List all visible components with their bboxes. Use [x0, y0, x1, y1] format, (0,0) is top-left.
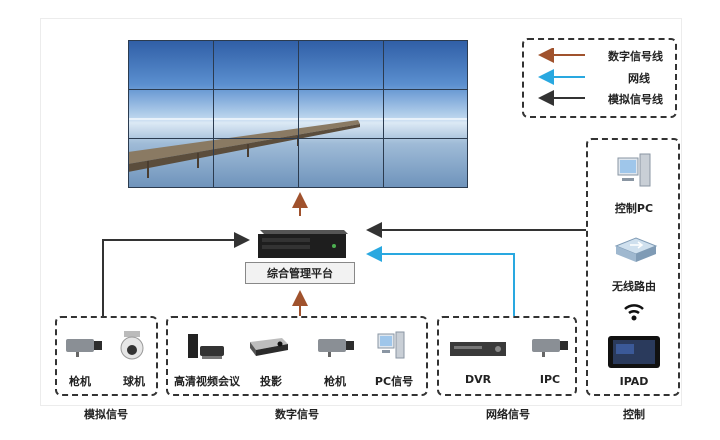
pc-icon	[377, 331, 405, 359]
legend-analog: 模拟信号线	[608, 93, 663, 106]
network-group	[437, 316, 577, 396]
control-item-2: 无线路由	[612, 280, 656, 293]
digital-item-4: PC信号	[374, 375, 414, 388]
analog-title: 模拟信号	[84, 408, 128, 421]
network-title: 网络信号	[486, 408, 530, 421]
control-item-3: IPAD	[619, 375, 649, 388]
legend-network: 网线	[628, 72, 650, 85]
network-item-1: DVR	[464, 373, 492, 386]
analog-group	[55, 316, 158, 396]
diagram-frame	[40, 18, 682, 406]
router-icon	[614, 237, 658, 262]
control-group	[586, 138, 680, 396]
dome-camera-icon	[120, 331, 144, 360]
digital-item-3: 枪机	[324, 375, 346, 388]
digital-title: 数字信号	[275, 408, 319, 421]
control-title: 控制	[623, 408, 645, 421]
digital-item-1: 高清视频会议	[174, 375, 240, 388]
control-pc-icon	[617, 153, 651, 187]
tablet-icon	[608, 336, 660, 368]
conference-icon	[188, 334, 224, 359]
control-item-1: 控制PC	[614, 202, 654, 215]
legend-box	[522, 38, 677, 118]
digital-item-2: 投影	[260, 375, 282, 388]
wifi-icon	[624, 304, 644, 321]
digital-group	[166, 316, 428, 396]
analog-item-1: 枪机	[69, 375, 91, 388]
legend-digital: 数字信号线	[608, 50, 663, 63]
analog-item-2: 球机	[123, 375, 145, 388]
dvr-icon	[450, 342, 506, 356]
bullet-camera-2-icon	[318, 339, 354, 357]
legend-arrows	[538, 48, 585, 106]
platform-label: 综合管理平台	[245, 262, 355, 284]
video-wall-icon	[128, 40, 468, 188]
ipc-camera-icon	[532, 339, 568, 357]
server-icon	[258, 230, 348, 258]
bullet-camera-icon	[66, 339, 102, 357]
network-item-2: IPC	[539, 373, 561, 386]
projector-icon	[250, 338, 288, 356]
